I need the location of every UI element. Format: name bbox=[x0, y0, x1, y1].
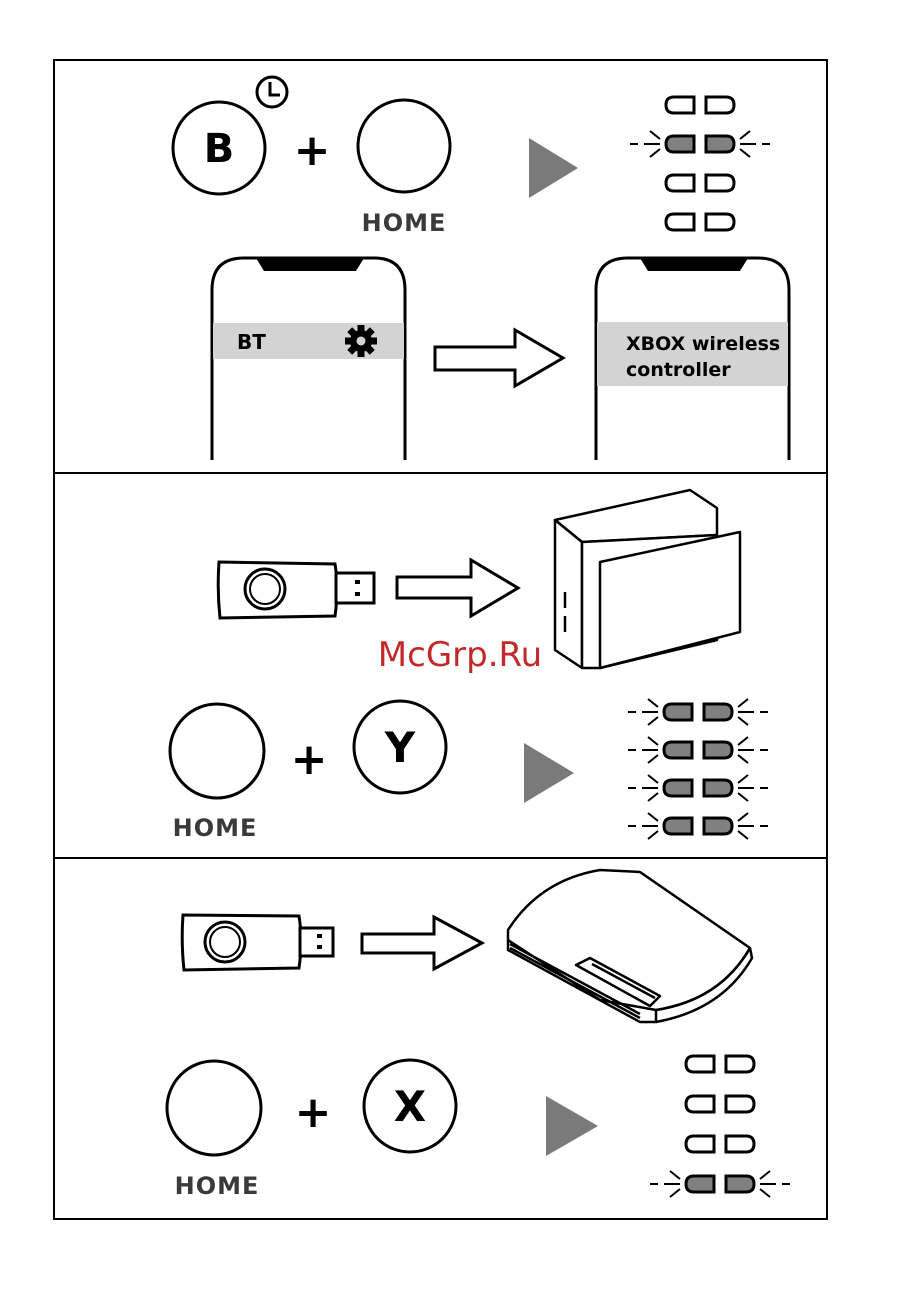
play-triangle-icon bbox=[529, 138, 578, 198]
led-icon bbox=[706, 175, 734, 191]
home-button bbox=[167, 1061, 261, 1155]
panel-2: McGrp.Ru HOME + Y bbox=[170, 490, 768, 842]
led-icon bbox=[704, 704, 732, 720]
plus-sign: + bbox=[294, 125, 331, 176]
led-indicator-group bbox=[630, 97, 770, 230]
led-row bbox=[666, 214, 734, 230]
play-triangle-icon bbox=[524, 743, 574, 803]
led-icon bbox=[706, 214, 734, 230]
led-row bbox=[686, 1096, 754, 1112]
led-icon bbox=[726, 1096, 754, 1112]
led-row bbox=[628, 775, 768, 801]
y-button-label: Y bbox=[384, 723, 416, 772]
clock-icon bbox=[257, 77, 287, 107]
panel-1: B + HOME BT bbox=[173, 77, 789, 460]
home-button bbox=[358, 100, 450, 192]
bt-label: BT bbox=[237, 330, 266, 354]
outline-arrow-icon bbox=[435, 330, 563, 386]
plus-sign: + bbox=[291, 734, 328, 785]
led-blink-rays bbox=[628, 737, 768, 763]
led-icon bbox=[686, 1136, 714, 1152]
led-icon bbox=[706, 97, 734, 113]
led-icon bbox=[704, 780, 732, 796]
xbox-label-line2: controller bbox=[626, 359, 731, 381]
b-button: B bbox=[173, 102, 265, 194]
ps3-console-icon bbox=[508, 870, 752, 1022]
led-blink-rays bbox=[650, 1171, 790, 1197]
led-icon bbox=[664, 780, 692, 796]
led-row bbox=[628, 737, 768, 763]
led-icon bbox=[664, 818, 692, 834]
home-label: HOME bbox=[175, 1172, 260, 1200]
led-icon bbox=[686, 1096, 714, 1112]
usb-dongle-icon bbox=[218, 562, 374, 618]
led-icon bbox=[726, 1136, 754, 1152]
usb-dongle-icon bbox=[182, 915, 333, 970]
led-row bbox=[650, 1171, 790, 1197]
led-icon bbox=[686, 1056, 714, 1072]
led-blink-rays bbox=[630, 131, 770, 157]
led-icon bbox=[664, 704, 692, 720]
led-row bbox=[628, 699, 768, 725]
xbox-label-line1: XBOX wireless bbox=[626, 333, 780, 355]
led-icon bbox=[726, 1056, 754, 1072]
led-icon bbox=[726, 1176, 754, 1192]
led-row bbox=[630, 131, 770, 157]
led-icon bbox=[666, 136, 694, 152]
panel-3: HOME + X bbox=[167, 870, 790, 1200]
led-icon bbox=[666, 214, 694, 230]
led-row bbox=[666, 97, 734, 113]
led-blink-rays bbox=[628, 775, 768, 801]
led-blink-rays bbox=[628, 813, 768, 839]
outline-arrow-icon bbox=[397, 560, 518, 616]
led-row bbox=[628, 813, 768, 839]
led-icon bbox=[666, 175, 694, 191]
plus-sign: + bbox=[295, 1087, 332, 1138]
gear-icon bbox=[345, 325, 377, 357]
play-triangle-icon bbox=[546, 1096, 598, 1156]
outline-arrow-icon bbox=[362, 917, 482, 969]
home-label: HOME bbox=[173, 814, 258, 842]
phone-left: BT bbox=[212, 258, 405, 460]
home-button bbox=[170, 704, 264, 798]
xbox-console-icon bbox=[555, 490, 740, 668]
phone-right: XBOX wireless controller bbox=[596, 258, 789, 460]
b-button-label: B bbox=[204, 126, 235, 172]
led-icon bbox=[704, 742, 732, 758]
led-icon bbox=[666, 97, 694, 113]
led-indicator-group bbox=[650, 1056, 790, 1197]
led-indicator-group bbox=[628, 699, 768, 839]
led-icon bbox=[664, 742, 692, 758]
x-button: X bbox=[364, 1060, 456, 1152]
led-icon bbox=[686, 1176, 714, 1192]
home-label: HOME bbox=[362, 209, 447, 237]
y-button: Y bbox=[354, 701, 446, 793]
led-row bbox=[686, 1056, 754, 1072]
watermark: McGrp.Ru bbox=[378, 635, 542, 675]
led-row bbox=[686, 1136, 754, 1152]
led-icon bbox=[706, 136, 734, 152]
led-icon bbox=[704, 818, 732, 834]
led-row bbox=[666, 175, 734, 191]
x-button-label: X bbox=[394, 1082, 426, 1131]
led-blink-rays bbox=[628, 699, 768, 725]
